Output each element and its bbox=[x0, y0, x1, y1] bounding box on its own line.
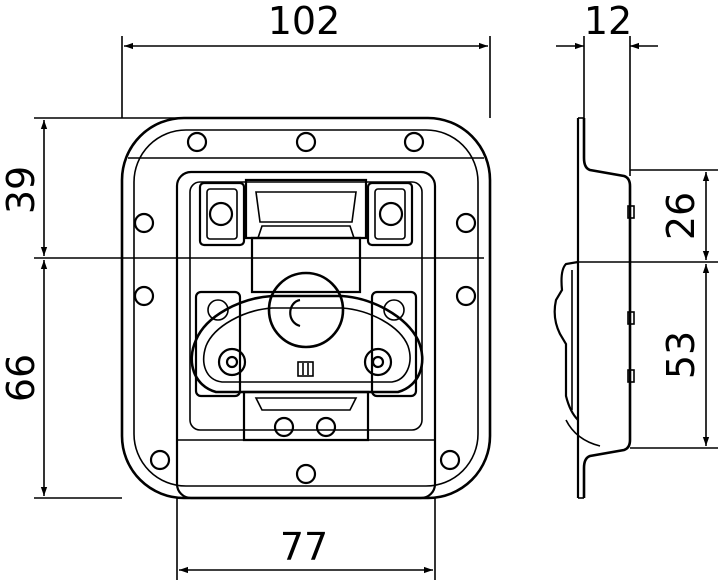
mounting-hole-icon bbox=[149, 449, 171, 471]
dim-depth: 12 bbox=[584, 0, 632, 43]
side-profile bbox=[582, 118, 632, 498]
keeper-block-left bbox=[194, 290, 242, 398]
hinge-block-left-inner bbox=[206, 188, 238, 240]
mounting-hole-icon bbox=[133, 212, 155, 234]
flange-bevel bbox=[133, 129, 479, 487]
side-lever bbox=[553, 260, 579, 421]
mounting-hole-icon bbox=[439, 449, 461, 471]
hinge-block-right bbox=[366, 181, 414, 247]
mounting-hole-icon bbox=[186, 131, 208, 153]
front-view bbox=[120, 116, 492, 500]
butterfly-lever-inner bbox=[202, 307, 411, 383]
dim-inner-width: 77 bbox=[280, 525, 328, 569]
knob-highlight bbox=[289, 298, 301, 328]
dim-overall-width: 102 bbox=[268, 0, 341, 43]
mounting-hole-icon bbox=[295, 463, 317, 485]
lever-rivet-core-icon bbox=[225, 355, 239, 369]
hinge-strap-inner bbox=[255, 191, 357, 223]
catch-plate-lip bbox=[254, 397, 358, 411]
lever-stem-top bbox=[256, 225, 356, 239]
catch-plate bbox=[242, 390, 370, 442]
dim-lower-height: 66 bbox=[0, 354, 43, 402]
dim-side-lower: 53 bbox=[659, 331, 703, 379]
lever-rivet-icon bbox=[217, 347, 247, 377]
mounting-hole-icon bbox=[133, 285, 155, 307]
side-catch bbox=[565, 419, 601, 447]
mounting-hole-icon bbox=[455, 285, 477, 307]
butterfly-lever bbox=[190, 294, 424, 394]
lever-knob bbox=[267, 271, 345, 349]
lock-symbol-icon bbox=[297, 361, 314, 377]
dim-upper-height: 39 bbox=[0, 166, 43, 214]
hinge-block-right-inner bbox=[374, 188, 406, 240]
keeper-hole-icon bbox=[207, 299, 229, 321]
catch-rivet-icon bbox=[315, 416, 337, 438]
side-view bbox=[553, 117, 635, 499]
mounting-holes bbox=[133, 131, 477, 485]
lever-rivet-icon bbox=[363, 347, 393, 377]
mounting-hole-icon bbox=[403, 131, 425, 153]
rivet-icon bbox=[378, 201, 404, 227]
hinge-strap bbox=[244, 178, 368, 240]
dim-side-upper: 26 bbox=[659, 192, 703, 240]
catch-rivet-icon bbox=[273, 416, 295, 438]
lever-stem bbox=[250, 236, 362, 294]
dish-recess bbox=[175, 170, 437, 500]
hinge-block-left bbox=[198, 181, 246, 247]
keeper-block-right bbox=[370, 290, 418, 398]
keeper-hole-icon bbox=[383, 299, 405, 321]
lever-rivet-core-icon bbox=[371, 355, 385, 369]
mounting-hole-icon bbox=[295, 131, 317, 153]
mounting-hole-icon bbox=[455, 212, 477, 234]
dish-inner bbox=[189, 181, 423, 431]
rivet-icon bbox=[208, 201, 234, 227]
